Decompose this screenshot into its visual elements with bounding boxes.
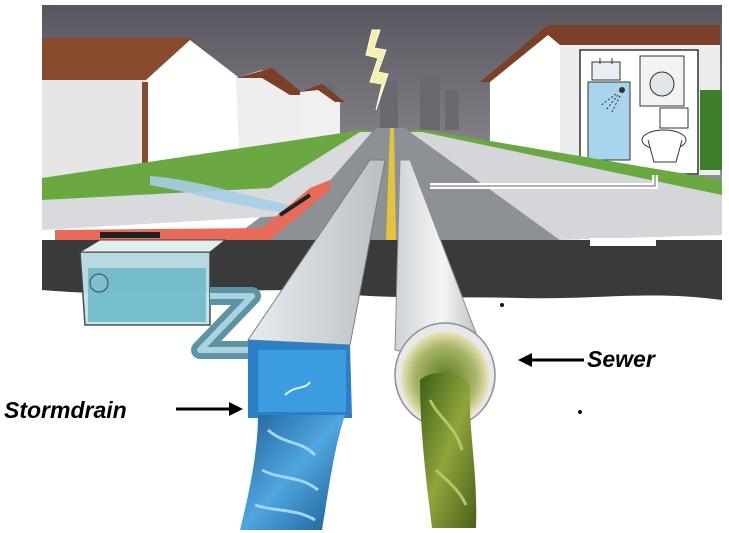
sink-icon	[591, 58, 621, 81]
road-center-line	[386, 128, 396, 240]
soil-layer	[42, 240, 722, 300]
household-fixtures-panel	[579, 49, 699, 175]
lightning-bolt	[365, 29, 389, 111]
sewer-arrow	[518, 353, 584, 367]
sewer-label: Sewer	[587, 346, 655, 372]
grass-left	[42, 130, 372, 205]
stormdrain-box-pipe	[247, 159, 386, 418]
washing-machine-icon	[639, 55, 685, 107]
catch-basin	[78, 239, 227, 326]
sewage-outflow	[420, 373, 477, 528]
toilet-icon	[641, 107, 689, 163]
shower-icon	[587, 81, 631, 161]
storm-inlet-grate	[55, 180, 330, 242]
stormwater-outflow	[240, 415, 345, 530]
stormdrain-arrow	[176, 402, 243, 416]
runoff-water	[150, 176, 290, 212]
stormdrain-label: Stormdrain	[4, 397, 127, 423]
